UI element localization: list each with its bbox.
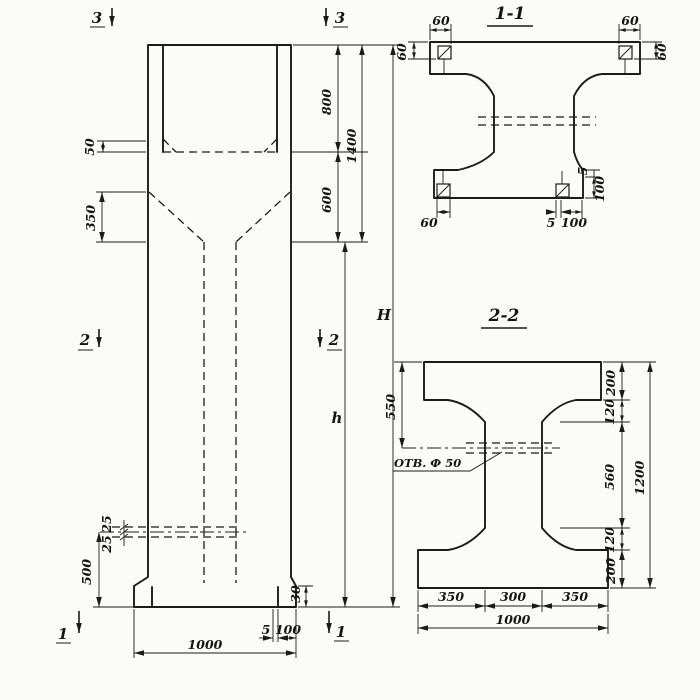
section-2-2-hole-lines xyxy=(466,442,552,454)
column-outline xyxy=(133,44,297,608)
dim-5-label: 5 xyxy=(262,622,271,637)
dim-600-label: 600 xyxy=(319,187,334,213)
s1-dim-60-bl: 60 xyxy=(420,215,438,230)
dim-25b-label: 25 xyxy=(99,535,114,553)
section-1-1-anchor-plates xyxy=(436,45,633,198)
dim-350-label: 350 xyxy=(83,205,98,231)
section-cut-marks: 3 3 2 2 1 1 xyxy=(56,8,349,644)
section-mark-2-left: 2 xyxy=(79,331,90,349)
s1-dim-60-tr-side: 60 xyxy=(654,43,669,61)
s2-dim-550: 550 xyxy=(383,394,398,420)
dim-500-label: 500 xyxy=(79,559,94,585)
s1-dim-100-side: 100 xyxy=(592,176,607,202)
s1-dim-60-tr: 60 xyxy=(621,13,639,28)
s2-dim-200-top: 200 xyxy=(603,370,618,397)
section-1-1-title: 1-1 xyxy=(495,4,526,24)
elevation-dimension-lines xyxy=(96,45,396,656)
s2-dim-350-right: 350 xyxy=(562,589,588,604)
section-1-1-outline xyxy=(429,41,641,199)
section-2-2-dimension-lines xyxy=(399,362,653,631)
section-mark-2-right: 2 xyxy=(328,331,339,349)
s2-dim-120-bottom: 120 xyxy=(602,527,617,553)
section-2-2-hole-callout-line xyxy=(393,451,503,472)
s2-dim-560: 560 xyxy=(602,464,617,490)
section-1-1-hole-lines xyxy=(478,116,596,126)
section-2-2-outline xyxy=(417,361,609,589)
s2-dim-350-left: 350 xyxy=(438,589,464,604)
section-1-1-dimension-lines xyxy=(412,28,658,215)
s1-dim-5-side: 5 xyxy=(575,167,590,176)
dim-1000-label: 1000 xyxy=(188,637,223,652)
dim-800-label: 800 xyxy=(319,89,334,115)
s1-dim-100-bottom: 100 xyxy=(561,215,587,230)
section-mark-3-left: 3 xyxy=(92,9,102,27)
dim-100-label: 100 xyxy=(275,622,301,637)
dim-H-label: H xyxy=(376,306,392,324)
s1-dim-60-tl-side: 60 xyxy=(394,43,409,61)
s2-dim-1000: 1000 xyxy=(496,612,531,627)
section-mark-1-left: 1 xyxy=(58,625,68,643)
dim-30-label: 30 xyxy=(288,585,303,603)
section-mark-3-right: 3 xyxy=(335,9,345,27)
s2-dim-300: 300 xyxy=(500,589,526,604)
elevation-extension-lines xyxy=(93,44,400,658)
s2-dim-200-bottom: 200 xyxy=(603,558,618,585)
s2-dim-120-top: 120 xyxy=(602,399,617,425)
section-2-2-view: 2-2 ОТВ. Ф 50 550 200 120 560 120 200 12… xyxy=(383,306,656,634)
section-2-2-title: 2-2 xyxy=(488,306,520,326)
column-hidden-lines xyxy=(112,138,291,583)
s1-dim-60-tl: 60 xyxy=(432,13,450,28)
section-2-2-hole-label: ОТВ. Ф 50 xyxy=(394,456,461,470)
s2-dim-1200: 1200 xyxy=(632,460,647,495)
section-1-1-view: 1-1 60 60 60 60 60 5 100 xyxy=(394,4,669,230)
dim-1400-label: 1400 xyxy=(344,128,359,163)
elevation-view: 50 350 800 600 1400 H h 25 25 500 30 5 1… xyxy=(56,8,400,658)
dim-25a-label: 25 xyxy=(99,515,114,533)
dim-h-label: h xyxy=(332,409,343,427)
s1-dim-5-bottom: 5 xyxy=(547,215,556,230)
dim-50-label: 50 xyxy=(82,138,97,156)
section-mark-1-right: 1 xyxy=(336,623,346,641)
